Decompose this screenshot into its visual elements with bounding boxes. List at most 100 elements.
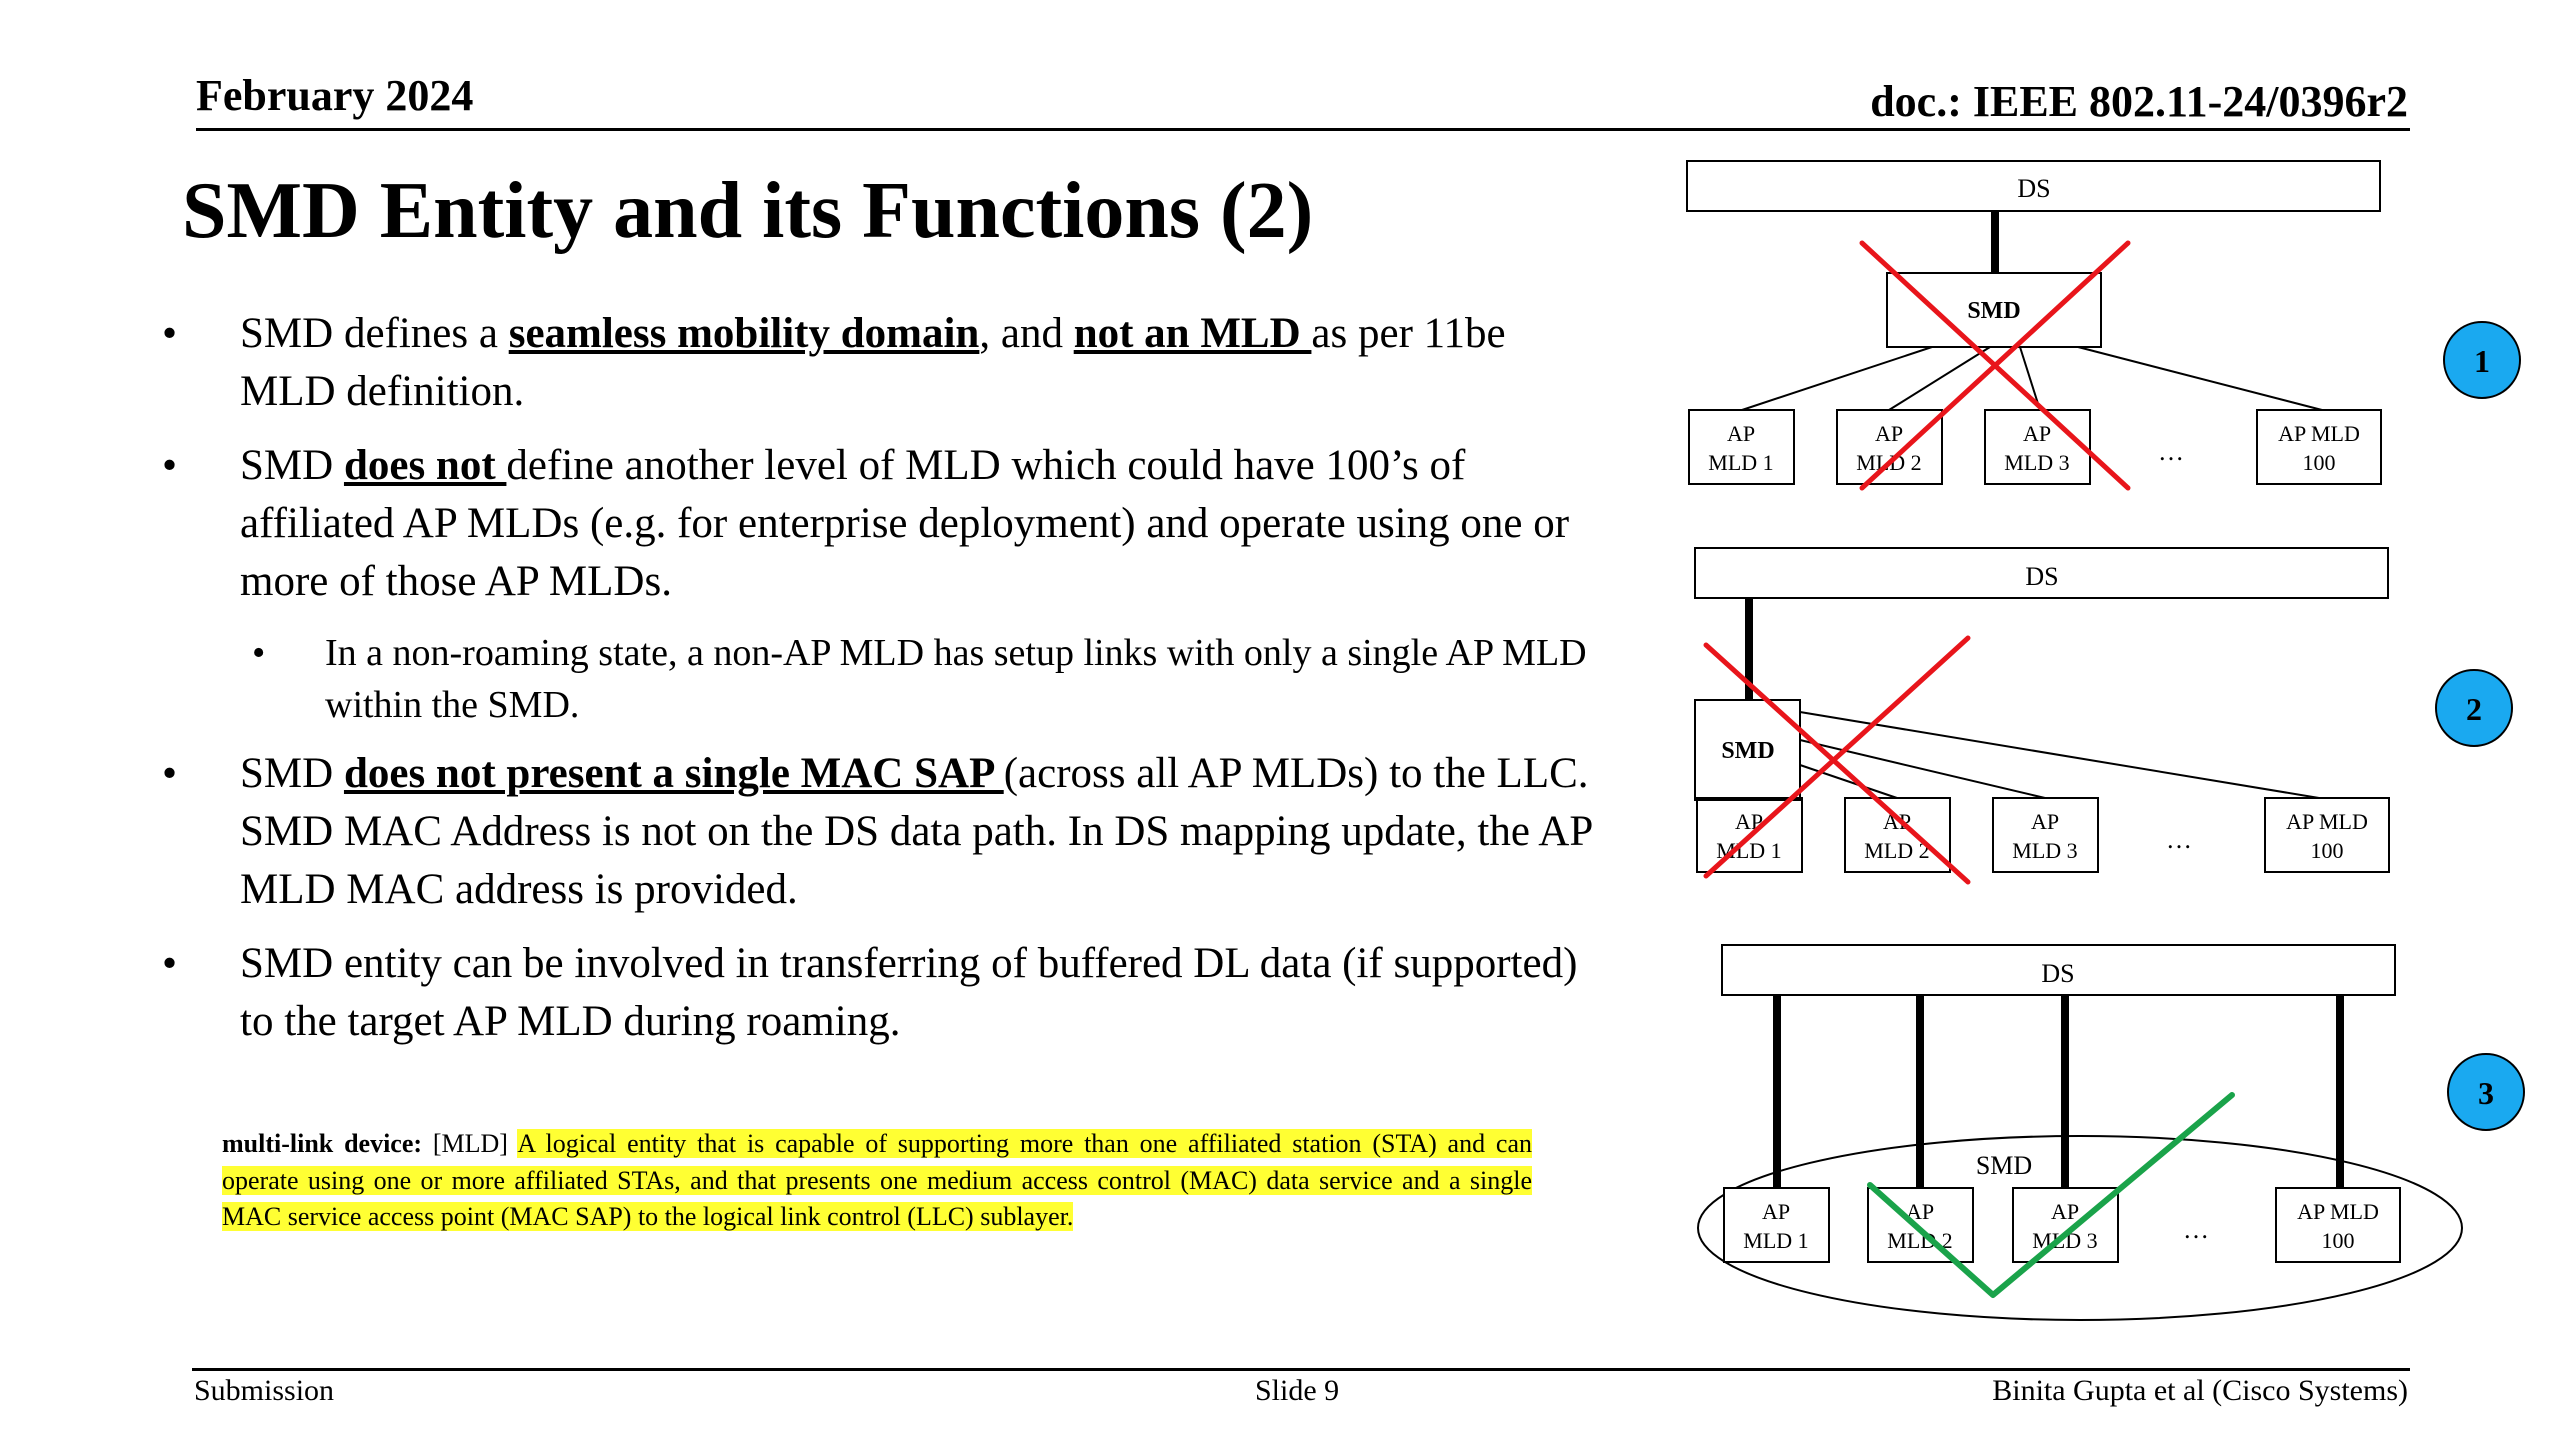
cross-mark-1 [1859,240,2131,491]
ap-mld-1-label-top: AP [1727,421,1755,446]
ellipsis: … [2166,825,2192,854]
badge-1-label: 1 [2474,343,2490,379]
sub-bullet-1: • In a non-roaming state, a non-AP MLD h… [160,627,1600,731]
diagram-1 [1686,160,2382,485]
bullet-2: • SMD does not define another level of M… [160,437,1600,611]
ap-mld-1-box [1723,1187,1830,1263]
mld-definition: multi-link device: [MLD] A logical entit… [222,1126,1532,1236]
ap-mld-3-box [2012,1187,2119,1263]
bullet-1-text-a: SMD defines a [240,310,509,357]
ap-mld-100-label-bottom: 100 [2311,838,2344,863]
ap-mld-3-box [1992,797,2099,873]
ap-mld-100-label-bottom: 100 [2303,450,2336,475]
smd-link [2019,346,2041,411]
smd-box [1694,699,1801,801]
ap-mld-100-label-top: AP MLD [2286,809,2368,834]
sub-bullet-1-text: In a non-roaming state, a non-AP MLD has… [325,632,1587,726]
smd-label: SMD [1976,1151,2032,1180]
ap-mld-1-box [1696,797,1803,873]
smd-box [1886,272,2102,348]
smd-link [1799,764,1898,799]
bullet-dot: • [162,750,178,797]
ap-mld-3-box [1984,409,2091,485]
ap-mld-3-label-top: AP [2051,1199,2079,1224]
ap-mld-1-box [1688,409,1795,485]
bullet-1: • SMD defines a seamless mobility domain… [160,305,1600,421]
ap-mld-3-label-top: AP [2031,809,2059,834]
bullet-dot: • [252,632,266,674]
ap-mld-2-label-top: AP [1883,809,1911,834]
bullet-1-text-c: as per 11be MLD definition. [240,310,1506,415]
bullet-3-text-a: SMD [240,750,344,797]
ap-mld-100-box [2275,1187,2401,1263]
ds-label: DS [2041,959,2074,988]
ap-mld-1-label-bottom: MLD 1 [1743,1228,1808,1253]
ds-box [1686,160,2381,212]
bullet-4: • SMD entity can be involved in transfer… [160,935,1600,1051]
bullet-dot: • [162,442,178,489]
diagram-3-labels: DS SMD AP MLD 1 AP MLD 2 AP MLD 3 … AP M… [1743,959,2379,1253]
ds-box [1694,547,2389,599]
smd-label: SMD [1967,298,2020,324]
ap-mld-100-label-top: AP MLD [2278,421,2360,446]
header-rule [196,128,2410,131]
header-date: February 2024 [196,71,474,120]
bullet-3-text-b: (across all AP MLDs) to the LLC. SMD MAC… [240,750,1592,913]
bullet-1-text-b: , and [979,310,1074,357]
ds-label: DS [2017,174,2050,203]
ap-mld-3-label-bottom: MLD 3 [2004,450,2069,475]
ap-mld-3-label-bottom: MLD 3 [2012,838,2077,863]
diagram-2-labels: DS SMD AP MLD 1 AP MLD 2 AP MLD 3 … AP M… [1716,562,2368,863]
bullet-dot: • [162,940,178,987]
ds-box [1721,944,2396,996]
smd-link [2077,346,2323,411]
ap-mld-100-box [2256,409,2382,485]
ap-mld-100-label-bottom: 100 [2322,1228,2355,1253]
header-doc-id: doc.: IEEE 802.11-24/0396r2 [1870,77,2408,126]
ellipsis: … [2158,437,2184,466]
bullet-list: • SMD defines a seamless mobility domain… [160,305,1600,1067]
ap-mld-3-label-top: AP [2023,421,2051,446]
smd-link [1799,739,2046,799]
badge-3: 3 [2447,1053,2525,1131]
badge-3-label: 3 [2478,1075,2494,1111]
ap-mld-2-label-bottom: MLD 2 [1864,838,1929,863]
ap-mld-100-label-top: AP MLD [2297,1199,2379,1224]
badge-2: 2 [2435,669,2513,747]
check-mark-icon [1867,1092,2235,1298]
badge-1: 1 [2443,321,2521,399]
badge-2-label: 2 [2466,691,2482,727]
cross-mark-2 [1703,635,1971,885]
ap-mld-1-label-bottom: MLD 1 [1708,450,1773,475]
bullet-3-emph: does not present a single MAC SAP [343,750,1004,797]
footer-author: Binita Gupta et al (Cisco Systems) [1992,1374,2408,1407]
smd-link [1888,346,1991,411]
definition-abbr: [MLD] [422,1129,518,1158]
ellipsis: … [2183,1215,2209,1244]
bullet-1-emph-a: seamless mobility domain [508,310,980,357]
ap-mld-2-box [1836,409,1943,485]
ap-mld-2-label-top: AP [1875,421,1903,446]
bullet-dot: • [162,310,178,357]
smd-label: SMD [1721,738,1774,764]
diagram-1-labels: DS SMD AP MLD 1 AP MLD 2 AP MLD 3 … AP M… [1708,174,2360,475]
bullet-2-text-a: SMD [240,442,344,489]
ap-mld-1-label-top: AP [1762,1199,1790,1224]
ds-label: DS [2025,562,2058,591]
ap-mld-2-box [1844,797,1951,873]
footer-submission: Submission [194,1374,335,1407]
slide-title: SMD Entity and its Functions (2) [182,167,1314,255]
smd-link [1741,346,1933,411]
bullet-1-emph-b: not an MLD [1073,310,1312,357]
bullet-2-emph: does not [343,442,507,489]
bullet-3: • SMD does not present a single MAC SAP … [160,745,1600,919]
smd-link [1799,711,2320,799]
ap-mld-100-box [2264,797,2390,873]
footer-slide-number: Slide 9 [1255,1374,1340,1407]
smd-ellipse [1697,1135,2463,1321]
definition-term: multi-link device: [222,1129,423,1158]
footer-rule [192,1368,2410,1371]
bullet-2-text-b: define another level of MLD which could … [240,442,1570,605]
bullet-4-text: SMD entity can be involved in transferri… [240,940,1578,1045]
